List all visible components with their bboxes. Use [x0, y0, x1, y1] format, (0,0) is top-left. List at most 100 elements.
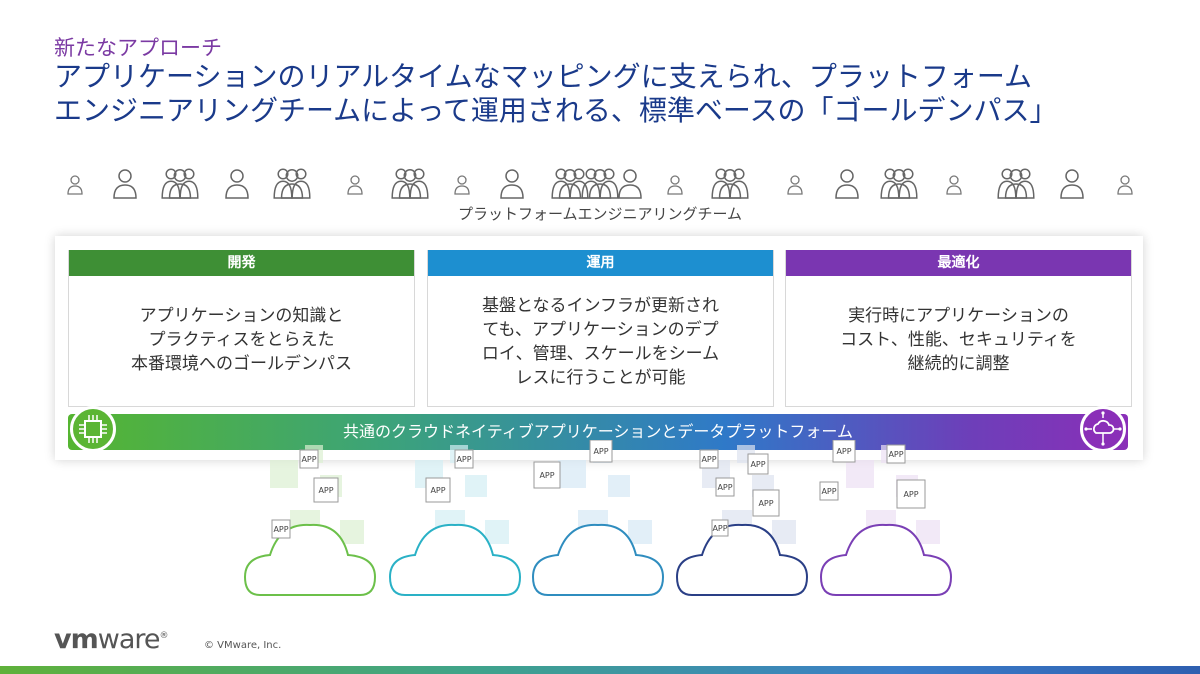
- team-label: プラットフォームエンジニアリングチーム: [457, 205, 743, 223]
- app-clouds-illustration: APP APP APP APP APP APP APP APP APP APP APP APP APP A…: [243, 440, 953, 596]
- app-box: APP: [699, 449, 719, 469]
- decor-square: [916, 520, 940, 544]
- app-box: APP: [832, 440, 856, 463]
- person-icon: [880, 168, 918, 199]
- card-text: 実行時にアプリケーションの コスト、性能、セキュリティを 継続的に調整: [786, 276, 1131, 376]
- logo-vm: vm: [54, 624, 99, 655]
- person-icon: [946, 175, 962, 195]
- cloud-icon: [819, 523, 953, 596]
- person-icon: [711, 168, 749, 199]
- person-icon: [1060, 169, 1084, 199]
- app-box: APP: [454, 449, 474, 469]
- app-box: APP: [747, 453, 769, 475]
- app-box: APP: [715, 477, 735, 497]
- card-heading: 開発: [69, 250, 414, 276]
- cloud-icon: [531, 523, 665, 596]
- svg-text:APP: APP: [717, 483, 732, 492]
- app-box: APP: [896, 479, 926, 509]
- person-icon: [391, 168, 429, 199]
- person-icon: [225, 169, 249, 199]
- person-icon: [997, 168, 1035, 199]
- card-text: 基盤となるインフラが更新され ても、アプリケーションのデプ ロイ、管理、スケール…: [428, 276, 773, 390]
- person-icon: [581, 168, 619, 199]
- app-box: APP: [271, 519, 291, 539]
- person-icon: [273, 168, 311, 199]
- platform-bar: 共通のクラウドネイティブアプリケーションとデータプラットフォーム: [68, 406, 1128, 452]
- svg-text:APP: APP: [750, 460, 765, 469]
- person-icon: [667, 175, 683, 195]
- app-box: APP: [711, 519, 729, 537]
- decor-square: [270, 460, 298, 488]
- card-line: 基盤となるインフラが更新され: [482, 296, 719, 316]
- title-line-2: エンジニアリングチームによって運用される、標準ベースの「ゴールデンパス」: [54, 94, 1058, 127]
- person-icon: [835, 169, 859, 199]
- person-icon: [500, 169, 524, 199]
- person-icon: [113, 169, 137, 199]
- card-text: アプリケーションの知識と プラクティスをとらえた 本番環境へのゴールデンパス: [69, 276, 414, 376]
- decor-square: [608, 475, 630, 497]
- footer-gradient-bar: [0, 666, 1200, 674]
- cloud-icon: [388, 523, 522, 596]
- card-line: 実行時にアプリケーションの: [848, 306, 1069, 326]
- person-icon: [551, 168, 589, 199]
- card-line: アプリケーションの知識と: [139, 306, 344, 326]
- card-operate: 運用 基盤となるインフラが更新され ても、アプリケーションのデプ ロイ、管理、ス…: [427, 250, 774, 407]
- card-line: ロイ、管理、スケールをシーム: [481, 344, 720, 364]
- card-optimize: 最適化 実行時にアプリケーションの コスト、性能、セキュリティを 継続的に調整: [785, 250, 1132, 407]
- app-box: APP: [589, 440, 613, 463]
- svg-text:APP: APP: [758, 499, 773, 508]
- person-icon: [454, 175, 470, 195]
- person-icon: [67, 175, 83, 195]
- decor-square: [772, 520, 796, 544]
- page-title: アプリケーションのリアルタイムなマッピングに支えられ、プラットフォーム エンジニ…: [54, 60, 1164, 128]
- svg-text:APP: APP: [539, 471, 554, 480]
- app-box: APP: [886, 444, 906, 464]
- decor-square: [340, 520, 364, 544]
- svg-text:APP: APP: [456, 455, 471, 464]
- team-people-icons: [67, 168, 1133, 199]
- app-box: APP: [425, 477, 451, 503]
- svg-text:APP: APP: [821, 487, 836, 496]
- app-box: APP: [819, 481, 839, 501]
- decor-square: [465, 475, 487, 497]
- logo-ware: ware: [97, 624, 161, 655]
- svg-text:APP: APP: [593, 447, 608, 456]
- card-develop: 開発 アプリケーションの知識と プラクティスをとらえた 本番環境へのゴールデンパ…: [68, 250, 415, 407]
- subtitle: 新たなアプローチ: [54, 36, 222, 60]
- platform-bar-label: 共通のクラウドネイティブアプリケーションとデータプラットフォーム: [343, 422, 853, 441]
- decor-square: [846, 460, 874, 488]
- svg-text:APP: APP: [273, 525, 288, 534]
- app-box: APP: [299, 449, 319, 469]
- person-icon: [1117, 175, 1133, 195]
- decor-square: [628, 520, 652, 544]
- cloud-icon: [243, 523, 377, 596]
- copyright: © VMware, Inc.: [204, 640, 282, 651]
- platform-panel: 開発 アプリケーションの知識と プラクティスをとらえた 本番環境へのゴールデンパ…: [55, 236, 1143, 460]
- vmware-logo: vmware®: [54, 624, 168, 655]
- card-line: ても、アプリケーションのデプ: [482, 320, 719, 340]
- app-box: APP: [752, 489, 780, 517]
- decor-square: [485, 520, 509, 544]
- svg-text:APP: APP: [903, 490, 918, 499]
- person-icon: [161, 168, 199, 199]
- title-line-1: アプリケーションのリアルタイムなマッピングに支えられ、プラットフォーム: [54, 60, 1033, 93]
- svg-text:APP: APP: [888, 450, 903, 459]
- person-icon: [618, 169, 642, 199]
- card-line: 本番環境へのゴールデンパス: [131, 354, 352, 374]
- chip-icon: [70, 406, 116, 452]
- cloud-network-icon: [1080, 406, 1126, 452]
- svg-text:APP: APP: [430, 486, 445, 495]
- logo-registered: ®: [159, 631, 168, 641]
- card-heading: 最適化: [786, 250, 1131, 276]
- app-box: APP: [533, 461, 561, 489]
- app-box: APP: [313, 477, 339, 503]
- svg-text:APP: APP: [301, 455, 316, 464]
- decor-square: [558, 460, 586, 488]
- card-line: レスに行うことが可能: [515, 368, 686, 388]
- card-line: プラクティスをとらえた: [148, 330, 335, 350]
- cloud-icon: [675, 523, 809, 596]
- svg-text:APP: APP: [318, 486, 333, 495]
- person-icon: [787, 175, 803, 195]
- person-icon: [347, 175, 363, 195]
- card-line: 継続的に調整: [907, 354, 1010, 374]
